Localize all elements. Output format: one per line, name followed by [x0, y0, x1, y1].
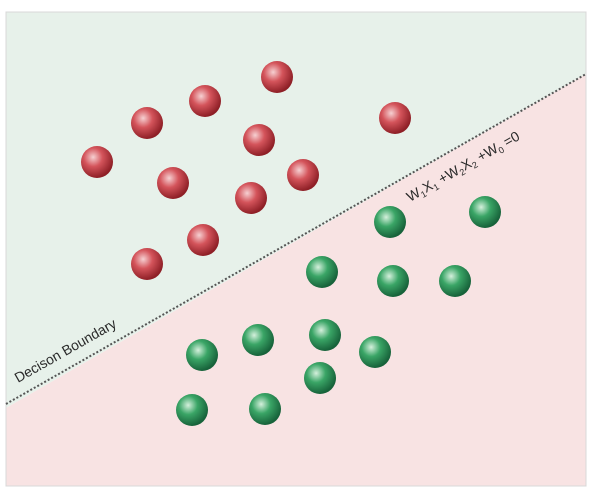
red-point — [131, 248, 163, 280]
green-point — [186, 339, 218, 371]
red-point — [131, 107, 163, 139]
red-point — [379, 102, 411, 134]
green-point — [309, 319, 341, 351]
red-class-points — [81, 61, 411, 280]
green-class-points — [176, 196, 501, 426]
decision-boundary-line — [5, 73, 587, 405]
red-point — [261, 61, 293, 93]
green-point — [359, 336, 391, 368]
green-point — [176, 394, 208, 426]
green-point — [304, 362, 336, 394]
lower-region-background — [6, 74, 586, 486]
green-point — [377, 265, 409, 297]
red-point — [189, 85, 221, 117]
red-point — [187, 224, 219, 256]
red-point — [243, 124, 275, 156]
red-point — [81, 146, 113, 178]
red-point — [287, 159, 319, 191]
green-point — [306, 256, 338, 288]
frame-border — [5, 11, 587, 487]
green-point — [374, 206, 406, 238]
red-point — [235, 182, 267, 214]
green-point — [242, 324, 274, 356]
green-point — [249, 393, 281, 425]
green-point — [469, 196, 501, 228]
red-point — [157, 167, 189, 199]
green-point — [439, 265, 471, 297]
